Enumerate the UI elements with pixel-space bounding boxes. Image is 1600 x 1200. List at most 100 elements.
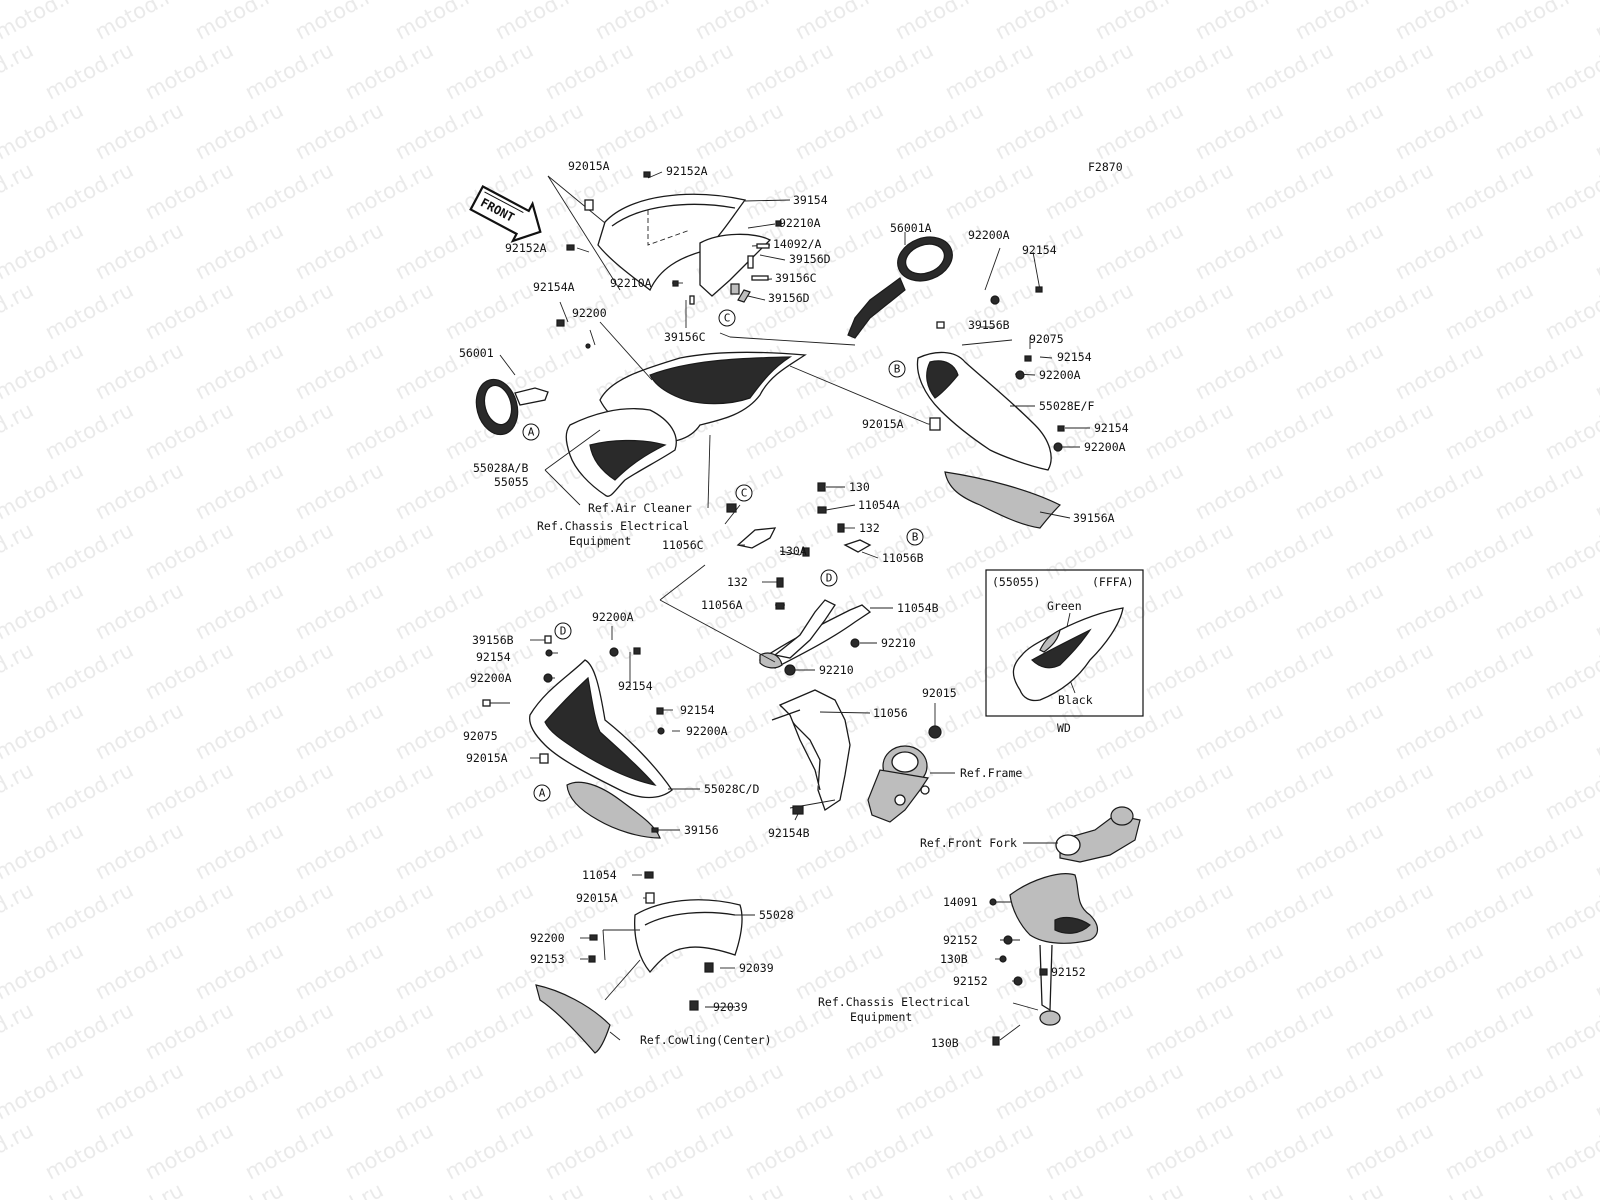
- watermark-text: motod.ru: [1091, 1178, 1187, 1200]
- part-number-label: 92015A: [576, 891, 618, 905]
- watermark-text: motod.ru: [1191, 218, 1287, 284]
- watermark-text: motod.ru: [141, 758, 237, 824]
- watermark-text: motod.ru: [241, 278, 337, 344]
- watermark-text: motod.ru: [191, 1058, 287, 1124]
- watermark-text: motod.ru: [1391, 1058, 1487, 1124]
- part-number-label: 55055: [494, 475, 529, 489]
- part-number-label: 92015A: [862, 417, 904, 431]
- watermark-text: motod.ru: [541, 1118, 637, 1184]
- part-number-label: 56001A: [890, 221, 932, 235]
- inset-frame: [985, 569, 1144, 717]
- part-number-label: 92210: [881, 636, 916, 650]
- watermark-text: motod.ru: [41, 1118, 137, 1184]
- watermark-text: motod.ru: [0, 218, 87, 284]
- watermark-text: motod.ru: [141, 398, 237, 464]
- watermark-text: motod.ru: [1341, 518, 1437, 584]
- watermark-text: motod.ru: [141, 518, 237, 584]
- watermark-text: motod.ru: [1291, 818, 1387, 884]
- watermark-text: motod.ru: [0, 638, 37, 704]
- left-mirror-part: [475, 378, 549, 436]
- watermark-text: motod.ru: [1241, 998, 1337, 1064]
- ref-chassis-electrical-label: Ref.Chassis Electrical: [818, 995, 970, 1009]
- watermark-text: motod.ru: [1141, 158, 1237, 224]
- watermark-text: motod.ru: [741, 38, 837, 104]
- watermark-text: motod.ru: [0, 158, 37, 224]
- watermark-text: motod.ru: [741, 278, 837, 344]
- watermark-text: motod.ru: [1541, 758, 1600, 824]
- watermark-text: motod.ru: [1141, 38, 1237, 104]
- watermark-text: motod.ru: [141, 158, 237, 224]
- watermark-text: motod.ru: [1591, 458, 1600, 524]
- watermark-text: motod.ru: [441, 758, 537, 824]
- part-number-label: 11054B: [897, 601, 939, 615]
- part-number-label: 92154: [618, 679, 653, 693]
- watermark-text: motod.ru: [391, 218, 487, 284]
- watermark-text: motod.ru: [1391, 338, 1487, 404]
- watermark-text: motod.ru: [1241, 878, 1337, 944]
- watermark-text: motod.ru: [0, 278, 37, 344]
- watermark-text: motod.ru: [491, 98, 587, 164]
- watermark-text: motod.ru: [391, 0, 487, 44]
- watermark-text: motod.ru: [1191, 1058, 1287, 1124]
- watermark-text: motod.ru: [1491, 218, 1587, 284]
- watermark-text: motod.ru: [1191, 338, 1287, 404]
- watermark-text: motod.ru: [691, 1178, 787, 1200]
- watermark-text: motod.ru: [241, 398, 337, 464]
- part-number-label: 92154A: [533, 280, 575, 294]
- ref-chassis-electrical-label-line2: Equipment: [850, 1010, 912, 1024]
- watermark-text: motod.ru: [1141, 878, 1237, 944]
- watermark-text: motod.ru: [91, 98, 187, 164]
- watermark-text: motod.ru: [441, 38, 537, 104]
- watermark-text: motod.ru: [1491, 818, 1587, 884]
- watermark-text: motod.ru: [1341, 638, 1437, 704]
- watermark-text: motod.ru: [991, 1178, 1087, 1200]
- part-number-label: 55028E/F: [1039, 399, 1094, 413]
- part-number-label: 92152A: [505, 241, 547, 255]
- part-number-label: 39156D: [789, 252, 831, 266]
- part-number-label: 130B: [940, 952, 968, 966]
- ref-front-fork-label: Ref.Front Fork: [920, 836, 1017, 850]
- watermark-text: motod.ru: [1141, 398, 1237, 464]
- watermark-text: motod.ru: [1141, 638, 1237, 704]
- watermark-text: motod.ru: [1241, 398, 1337, 464]
- watermark-text: motod.ru: [1291, 1058, 1387, 1124]
- part-number-label: 92200: [572, 306, 607, 320]
- watermark-text: motod.ru: [1391, 218, 1487, 284]
- stem-cover-part: [1009, 873, 1099, 1026]
- part-number-label: 14092/A: [773, 237, 822, 251]
- watermark-text: motod.ru: [1291, 338, 1387, 404]
- part-number-label: 130A: [779, 544, 807, 558]
- watermark-text: motod.ru: [241, 38, 337, 104]
- watermark-text: motod.ru: [191, 578, 287, 644]
- watermark-text: motod.ru: [341, 278, 437, 344]
- watermark-text: motod.ru: [1291, 1178, 1387, 1200]
- watermark-text: motod.ru: [1091, 218, 1187, 284]
- part-number-label: 92154: [1022, 243, 1057, 257]
- part-number-label: 11054A: [858, 498, 900, 512]
- inset-green-label: Green: [1047, 599, 1082, 613]
- watermark-text: motod.ru: [1541, 398, 1600, 464]
- watermark-text: motod.ru: [1091, 0, 1187, 44]
- watermark-text: motod.ru: [791, 338, 887, 404]
- watermark-text: motod.ru: [0, 998, 37, 1064]
- callout-b: B: [906, 528, 924, 546]
- part-number-label: 92153: [530, 952, 565, 966]
- watermark-text: motod.ru: [1191, 938, 1287, 1004]
- watermark-text: motod.ru: [1191, 818, 1287, 884]
- watermark-text: motod.ru: [41, 398, 137, 464]
- part-number-label: 39154: [793, 193, 828, 207]
- watermark-text: motod.ru: [491, 0, 587, 44]
- watermark-text: motod.ru: [0, 0, 87, 44]
- watermark-text: motod.ru: [1041, 1118, 1137, 1184]
- watermark-text: motod.ru: [291, 578, 387, 644]
- callout-a: A: [522, 423, 540, 441]
- watermark-text: motod.ru: [0, 698, 87, 764]
- watermark-text: motod.ru: [0, 398, 37, 464]
- watermark-text: motod.ru: [1241, 518, 1337, 584]
- watermark-text: motod.ru: [91, 698, 187, 764]
- watermark-text: motod.ru: [1091, 698, 1187, 764]
- watermark-text: motod.ru: [141, 998, 237, 1064]
- watermark-text: motod.ru: [41, 638, 137, 704]
- watermark-text: motod.ru: [441, 518, 537, 584]
